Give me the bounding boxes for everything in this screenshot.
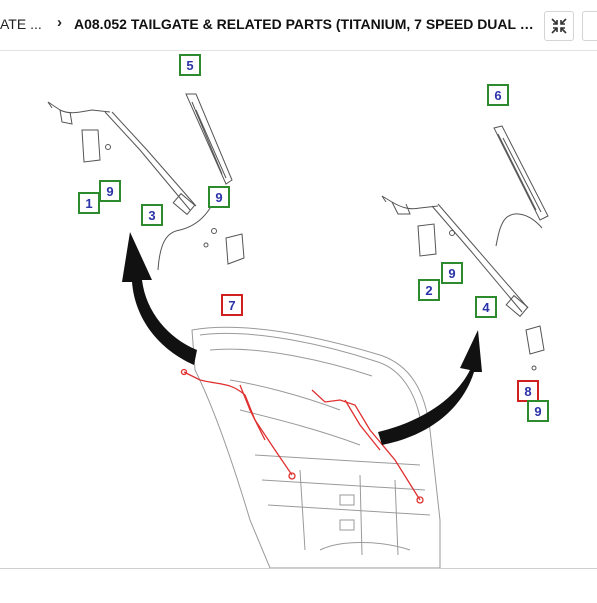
callout-5[interactable]: 5: [179, 54, 201, 76]
right-panel: [493, 125, 549, 221]
wiring-harness-highlight: [180, 368, 424, 504]
more-button[interactable]: [582, 11, 597, 41]
callout-9[interactable]: 9: [208, 186, 230, 208]
chevron-right-icon: ›: [57, 14, 62, 31]
tailgate-body: [191, 326, 441, 569]
callout-1[interactable]: 1: [78, 192, 100, 214]
callout-4[interactable]: 4: [475, 296, 497, 318]
bottom-scrollbar-area: [0, 568, 597, 603]
collapse-button[interactable]: [544, 11, 574, 41]
right-strut-assembly: [381, 195, 545, 371]
callout-3[interactable]: 3: [141, 204, 163, 226]
callout-6[interactable]: 6: [487, 84, 509, 106]
left-cable-bracket: [157, 189, 245, 271]
callout-2[interactable]: 2: [418, 279, 440, 301]
breadcrumb-bar: ATE ... › A08.052 TAILGATE & RELATED PAR…: [0, 0, 597, 51]
callout-7[interactable]: 7: [221, 294, 243, 316]
diagram-drawing: [47, 93, 549, 569]
breadcrumb-previous[interactable]: ATE ...: [0, 16, 42, 32]
callout-9[interactable]: 9: [99, 180, 121, 202]
left-panel-strip: [185, 93, 233, 185]
parts-diagram: 5 1 9 3 9 7 6 2 9 4 8 9: [0, 50, 597, 569]
collapse-arrows-icon: [551, 18, 567, 34]
left-strut-assembly: [47, 101, 197, 216]
callout-9[interactable]: 9: [527, 400, 549, 422]
indicator-arrows: [122, 232, 482, 445]
page-title: A08.052 TAILGATE & RELATED PARTS (TITANI…: [74, 16, 534, 32]
callout-8[interactable]: 8: [517, 380, 539, 402]
callout-9[interactable]: 9: [441, 262, 463, 284]
